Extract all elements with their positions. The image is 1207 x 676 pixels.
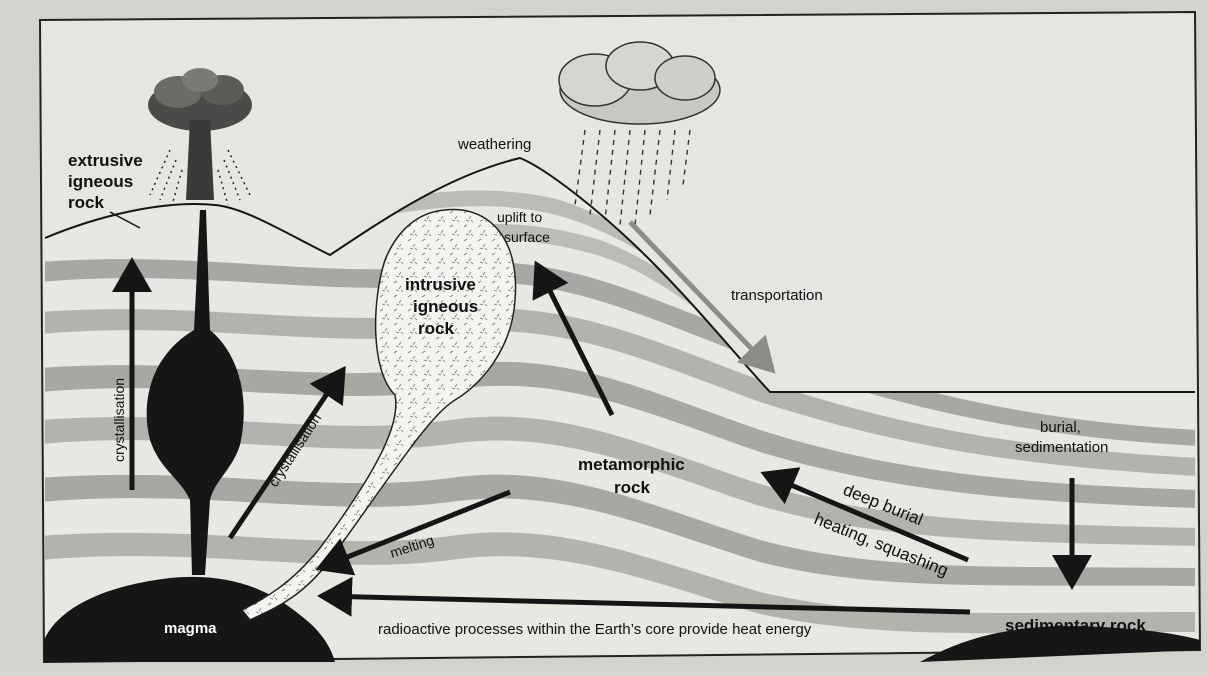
extrusive-label-3: rock bbox=[68, 193, 104, 212]
extrusive-label-1: extrusive bbox=[68, 151, 143, 170]
sedimentary-label: sedimentary rock bbox=[1005, 616, 1146, 635]
extrusive-label-2: igneous bbox=[68, 172, 133, 191]
intrusive-label-1: intrusive bbox=[405, 275, 476, 294]
metamorphic-label-2: rock bbox=[614, 478, 650, 497]
uplift-label-2: surface bbox=[504, 229, 550, 245]
burial-label-1: burial, bbox=[1040, 419, 1081, 436]
intrusive-label-3: rock bbox=[418, 319, 454, 338]
transportation-label: transportation bbox=[731, 287, 823, 304]
magma-label: magma bbox=[164, 620, 217, 637]
metamorphic-label-1: metamorphic bbox=[578, 455, 685, 474]
burial-label-2: sedimentation bbox=[1015, 439, 1108, 456]
weathering-label: weathering bbox=[457, 136, 531, 153]
crystallisation-label-left: crystallisation bbox=[111, 378, 127, 462]
radioactive-label: radioactive processes within the Earth’s… bbox=[378, 621, 812, 638]
uplift-label-1: uplift to bbox=[497, 209, 542, 225]
intrusive-label-2: igneous bbox=[413, 297, 478, 316]
